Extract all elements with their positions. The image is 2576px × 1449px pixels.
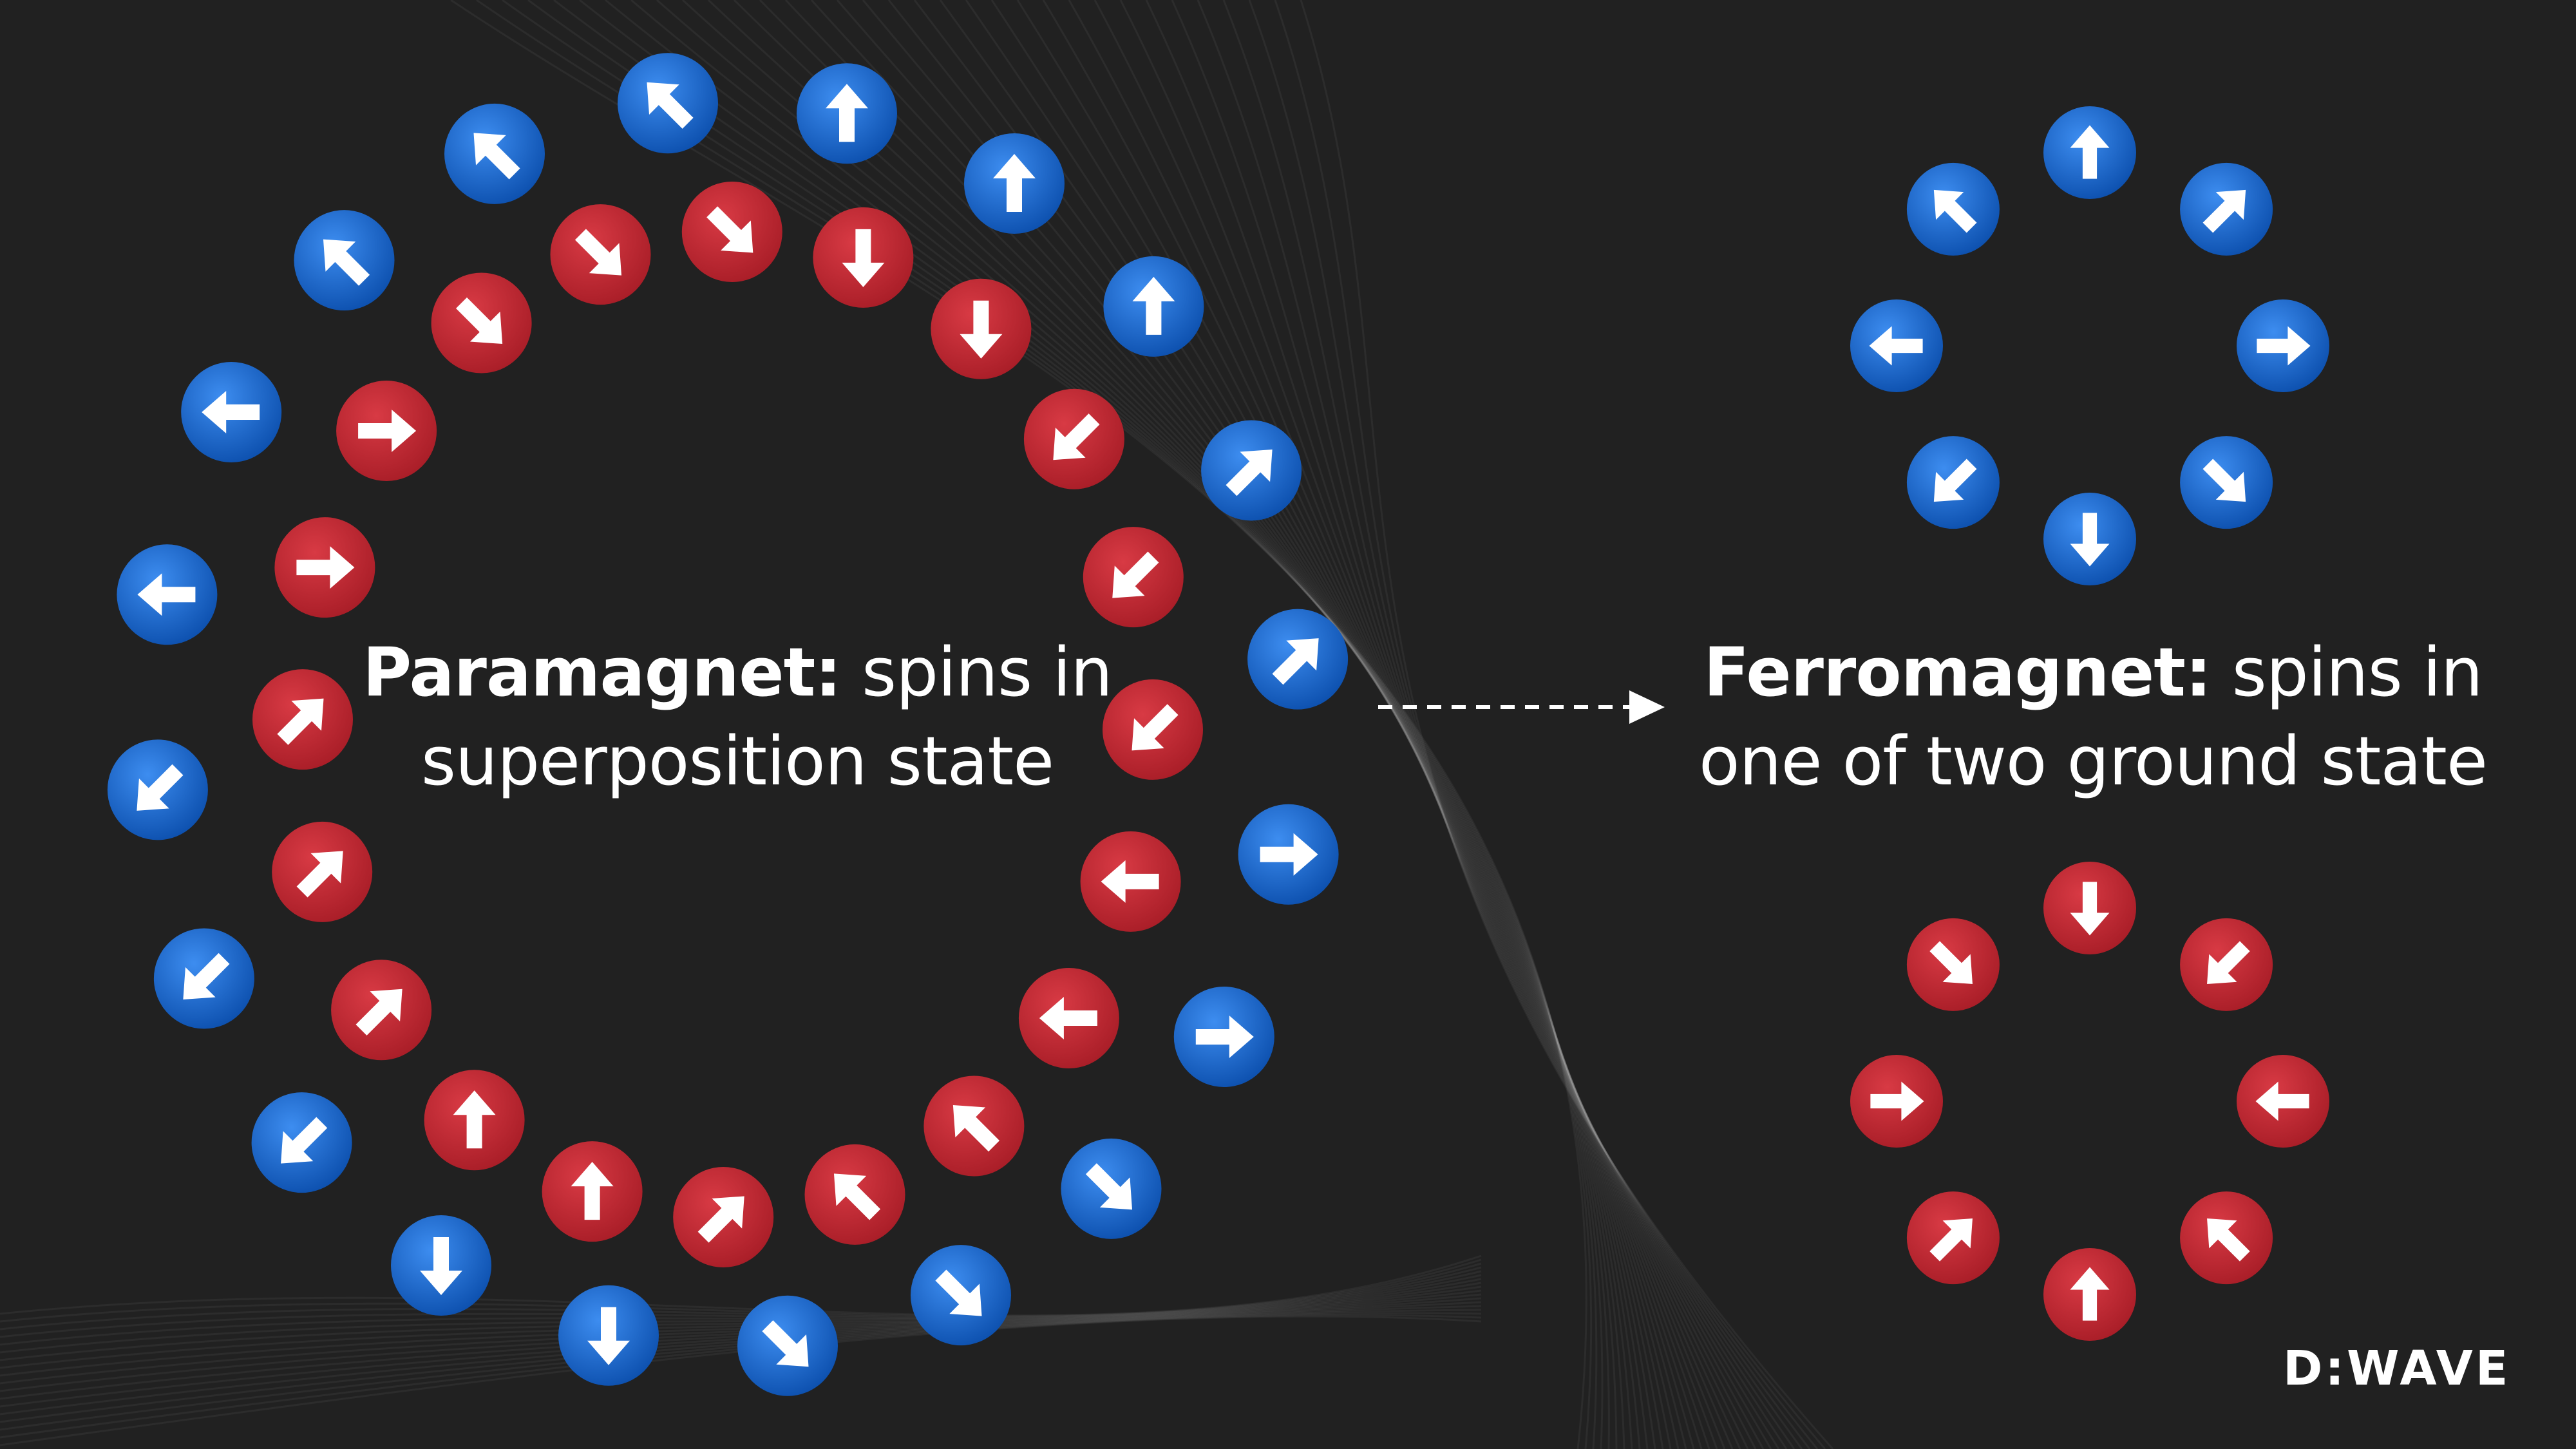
ferromagnet-blue-spin [2180, 436, 2273, 529]
paramagnet-blue-spin [294, 210, 395, 311]
paramagnet-red-spin [681, 182, 782, 282]
paramagnet-blue-spin [1247, 609, 1349, 710]
paramagnet-term: Paramagnet: [362, 633, 842, 712]
wave-line [759, 0, 1672, 1449]
wave-line [1274, 0, 1826, 1449]
paramagnet-red-spin [923, 1075, 1025, 1177]
wave-line [1145, 0, 1788, 1449]
paramagnet-blue-spin [737, 1295, 838, 1396]
paramagnet-blue-spin [181, 362, 282, 462]
ferromagnet-description-line2: one of two ground state [1699, 722, 2488, 800]
paramagnet-blue-spin [117, 544, 218, 645]
wave-line [1197, 0, 1803, 1449]
ferromagnet-red-spin [1906, 918, 2000, 1011]
paramagnet-red-spin [252, 669, 353, 770]
ferromagnet-caption: Ferromagnet: spins in one of two ground … [1642, 628, 2544, 806]
paramagnet-red-spin [1023, 388, 1124, 489]
wave-line [1222, 0, 1811, 1449]
wave-line [990, 0, 1741, 1449]
ferromagnet-description-line1: spins in [2211, 633, 2483, 712]
wave-line [476, 0, 1593, 1449]
wave-line [1171, 0, 1795, 1449]
wave-line [502, 0, 1598, 1449]
ferromagnet-red-spin [2180, 918, 2273, 1011]
wave-line [1016, 0, 1749, 1449]
paramagnet-red-spin [431, 272, 532, 374]
ferromagnet-blue-spin [1906, 162, 2000, 256]
paramagnet-blue-spin [1201, 420, 1302, 521]
paramagnet-description-line2: superposition state [421, 722, 1054, 800]
paramagnet-red-spin [550, 204, 651, 305]
wave-line [605, 0, 1625, 1449]
ferromagnet-blue-spin [2180, 162, 2273, 256]
dwave-logo: D:WAVE [2283, 1341, 2511, 1396]
wave-line [1042, 0, 1757, 1449]
ferromagnet-red-spin [2237, 1055, 2329, 1148]
spins-layer [107, 53, 2329, 1396]
paramagnet-red-spin [1083, 527, 1184, 628]
ferromagnet-blue-spin [2237, 299, 2329, 392]
ferromagnet-red-spin [1850, 1055, 1943, 1148]
ferromagnet-red-spin [2180, 1191, 2273, 1285]
ferromagnet-blue-spin [1906, 436, 2000, 529]
wave-line [1300, 0, 1834, 1449]
ferromagnet-red-spin [2043, 1248, 2136, 1341]
paramagnet-blue-spin [1061, 1138, 1162, 1239]
paramagnet-blue-spin [391, 1215, 491, 1316]
paramagnet-red-spin [931, 278, 1032, 379]
transition-arrow [1378, 690, 1665, 724]
paramagnet-red-spin [813, 207, 914, 308]
paramagnet-red-spin [336, 381, 437, 481]
wave-line [1068, 0, 1765, 1449]
paramagnet-description-line1: spins in [840, 633, 1113, 712]
paramagnet-blue-spin [797, 63, 897, 164]
wave-line [965, 0, 1734, 1449]
paramagnet-blue-spin [444, 103, 545, 204]
paramagnet-blue-spin [1173, 987, 1274, 1087]
paramagnet-blue-spin [1103, 256, 1204, 357]
paramagnet-red-spin [274, 517, 375, 618]
paramagnet-blue-spin [153, 928, 254, 1029]
wave-line [939, 0, 1726, 1449]
wave-line [1119, 0, 1780, 1449]
ferromagnet-red-spin [1906, 1191, 2000, 1285]
paramagnet-blue-spin [618, 53, 718, 154]
wave-line [707, 0, 1656, 1449]
paramagnet-red-spin [804, 1144, 905, 1245]
paramagnet-red-spin [673, 1167, 774, 1267]
paramagnet-blue-spin [107, 739, 208, 840]
paramagnet-blue-spin [558, 1285, 659, 1386]
paramagnet-red-spin [272, 821, 373, 922]
paramagnet-blue-spin [1238, 804, 1339, 905]
paramagnet-blue-spin [964, 133, 1065, 234]
wave-line [553, 0, 1610, 1449]
paramagnet-red-spin [331, 960, 432, 1061]
ferromagnet-blue-spin [1850, 299, 1943, 392]
paramagnet-red-spin [542, 1141, 643, 1242]
ferromagnet-red-spin [2043, 862, 2136, 954]
paramagnet-blue-spin [911, 1245, 1011, 1346]
wave-line [579, 0, 1618, 1449]
ferromagnet-blue-spin [2043, 106, 2136, 199]
paramagnet-red-spin [424, 1070, 525, 1171]
wave-line [784, 0, 1680, 1449]
wave-line [527, 0, 1604, 1449]
ferromagnet-blue-spin [2043, 493, 2136, 585]
paramagnet-caption: Paramagnet: spins in superposition state [270, 628, 1204, 806]
wave-line [681, 0, 1649, 1449]
paramagnet-red-spin [1103, 679, 1203, 780]
wave-line [1248, 0, 1819, 1449]
wave-line [733, 0, 1664, 1449]
wave-line [1094, 0, 1772, 1449]
paramagnet-blue-spin [251, 1092, 352, 1193]
paramagnet-red-spin [1018, 968, 1119, 1068]
background-wave-lines [0, 0, 1834, 1449]
paramagnet-red-spin [1080, 831, 1181, 932]
ferromagnet-term: Ferromagnet: [1703, 633, 2211, 712]
